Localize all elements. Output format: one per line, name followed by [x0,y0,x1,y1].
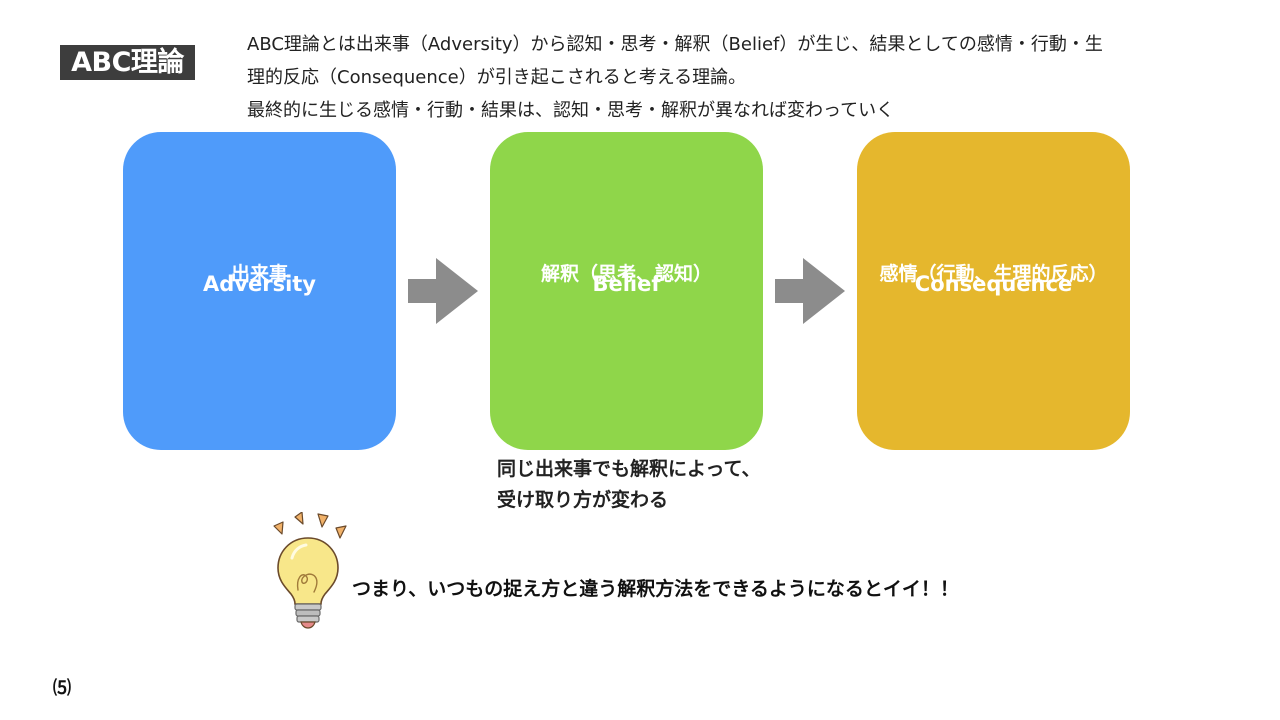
belief-label-en: Belief [592,272,661,296]
consequence-label-en: Consequence [914,272,1073,296]
belief-note-line: 同じ出来事でも解釈によって、 [497,458,761,480]
adversity-label-en: Adversity [203,272,316,296]
lightbulb-icon [273,512,347,629]
belief-note-line: 受け取り方が変わる [497,489,669,511]
arrow-right-icon [408,258,478,324]
conclusion-text: つまり、いつもの捉え方と違う解釈方法をできるようになるとイイ！！ [352,578,959,600]
adversity-label-jp: 出来事 [230,263,288,285]
description-line: ABC理論とは出来事（Adversity）から認知・思考・解釈（Belief）が… [247,34,1103,55]
description-line: 理的反応（Consequence）が引き起こされると考える理論。 [247,67,747,88]
slide-title: ABC理論 [60,45,195,80]
adversity-box: 出来事 Adversity [123,132,396,450]
consequence-label-jp: 感情（行動、生理的反応） [879,263,1108,285]
page-number: ⑸ [53,678,71,699]
theory-description: ABC理論とは出来事（Adversity）から認知・思考・解釈（Belief）が… [247,28,1207,127]
consequence-box: 感情（行動、生理的反応） Consequence [857,132,1130,450]
description-line: 最終的に生じる感情・行動・結果は、認知・思考・解釈が異なれば変わっていく [247,100,895,121]
arrow-right-icon [775,258,845,324]
belief-box: 解釈（思考、認知） Belief [490,132,763,450]
belief-label-jp: 解釈（思考、認知） [540,263,712,285]
belief-note: 同じ出来事でも解釈によって、 受け取り方が変わる [497,454,761,516]
